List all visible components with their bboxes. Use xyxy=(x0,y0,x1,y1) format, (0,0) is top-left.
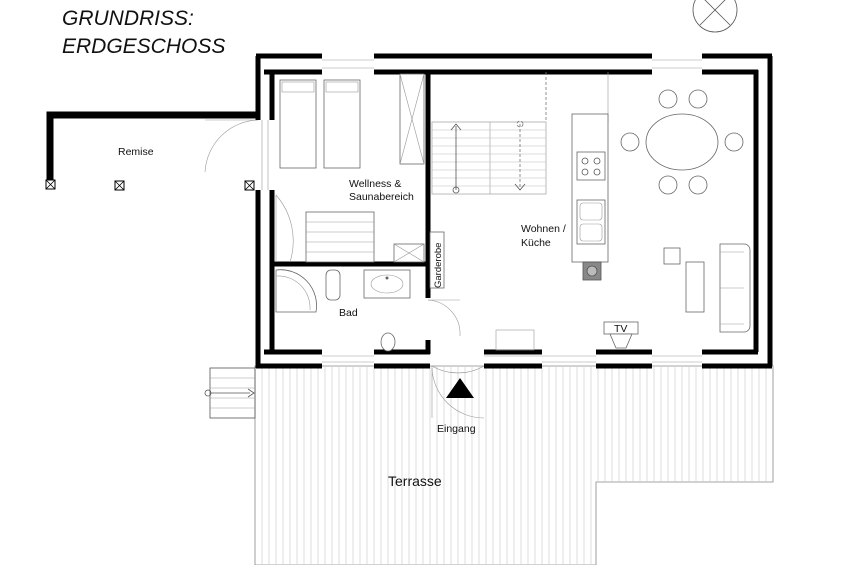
plan-title-line-2: ERDGESCHOSS xyxy=(62,35,225,58)
interior-walls xyxy=(272,70,431,354)
entrance-door xyxy=(431,365,485,419)
bathroom-fixtures xyxy=(275,269,461,352)
north-arrow-icon xyxy=(692,0,738,33)
remise-wall xyxy=(45,111,259,191)
label-tv: TV xyxy=(614,323,627,335)
room-label-wohnen-1: Wohnen / xyxy=(521,223,566,235)
plan-title-line-1: GRUNDRISS: xyxy=(62,7,194,30)
room-label-wellness-2: Saunabereich xyxy=(349,191,414,203)
label-eingang: Eingang xyxy=(437,423,476,435)
label-terrasse: Terrasse xyxy=(388,473,442,489)
dining-table xyxy=(620,89,744,195)
room-label-wohnen-2: Küche xyxy=(521,237,551,249)
living-furniture xyxy=(495,243,751,351)
room-label-bad: Bad xyxy=(339,307,358,319)
exterior-walls xyxy=(255,53,773,369)
terrace-decking xyxy=(254,365,774,565)
exterior-steps xyxy=(204,367,256,419)
garderobe-cabinet xyxy=(429,231,445,289)
room-label-remise: Remise xyxy=(118,146,154,158)
room-label-wellness-1: Wellness & xyxy=(349,178,401,190)
kitchen-counter xyxy=(571,113,609,281)
room-label-garderobe: Garderobe xyxy=(433,243,444,288)
entrance-triangle-icon xyxy=(446,378,474,398)
wellness-furniture xyxy=(275,73,425,263)
staircase xyxy=(431,72,609,195)
